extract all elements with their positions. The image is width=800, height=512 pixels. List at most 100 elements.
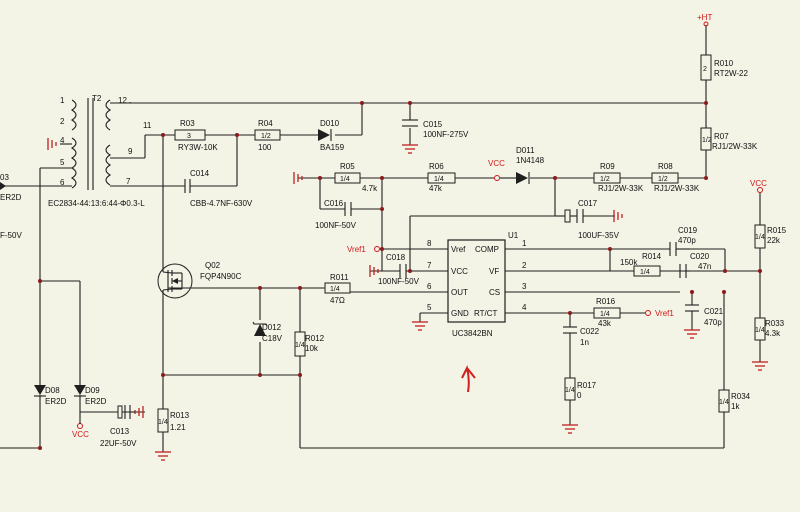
ground-icon bbox=[47, 138, 57, 150]
diode-d010-icon bbox=[318, 129, 330, 141]
r013-ref: R013 bbox=[170, 411, 190, 420]
u1-pin-2-name: VF bbox=[489, 267, 499, 276]
resistor-r013 bbox=[157, 408, 169, 433]
junction-dot bbox=[608, 247, 612, 251]
ground-icon bbox=[155, 451, 171, 461]
left-edge-fragments: 03 ER2D F-50V bbox=[0, 173, 22, 240]
ground-symbols bbox=[47, 138, 768, 461]
d09-value: ER2D bbox=[85, 397, 107, 406]
c014-ref: C014 bbox=[190, 169, 210, 178]
net-label-vref: Vref1 bbox=[347, 245, 366, 254]
r011-ref: R011 bbox=[330, 273, 349, 282]
junction-dot bbox=[380, 176, 384, 180]
r016-value: 43k bbox=[598, 319, 612, 328]
r08-value: RJ1/2W-33K bbox=[654, 184, 700, 193]
net-label-hv: +HT bbox=[697, 13, 712, 22]
t2-pin-5: 5 bbox=[60, 158, 65, 167]
r09-ref: R09 bbox=[600, 162, 615, 171]
r06-value: 47k bbox=[429, 184, 443, 193]
c013-value: 22UF-50V bbox=[100, 439, 137, 448]
annotation-arrow-icon bbox=[461, 365, 476, 393]
q02-ref: Q02 bbox=[205, 261, 221, 270]
u1-pin-3-name: CS bbox=[489, 288, 500, 297]
d010-ref: D010 bbox=[320, 119, 340, 128]
arrow-left-icon bbox=[0, 182, 6, 190]
resistor-r09 bbox=[593, 172, 621, 184]
ground-icon bbox=[752, 361, 768, 371]
d010-value: BA159 bbox=[320, 143, 345, 152]
net-labels: +HT VCC VCC VCC Vref1 Vref1 bbox=[72, 13, 767, 439]
r03-value: RY3W-10K bbox=[178, 143, 218, 152]
u1-pin-5-num: 5 bbox=[427, 303, 432, 312]
junction-dot bbox=[318, 176, 322, 180]
junction-dot bbox=[408, 101, 412, 105]
u1-pin-6-name: OUT bbox=[451, 288, 468, 297]
mosfet-q02: Q02 FQP4N90C bbox=[157, 261, 242, 300]
svg-text:1/2: 1/2 bbox=[261, 133, 271, 140]
resistor-r017 bbox=[564, 377, 576, 401]
transformer-t2: 1 2 4 5 6 12 11 9 7 T2 EC2834-44:13:6:44… bbox=[48, 94, 152, 208]
diode-d09-icon bbox=[74, 385, 86, 395]
c019-ref: C019 bbox=[678, 226, 698, 235]
u1-pin-1-num: 1 bbox=[522, 239, 527, 248]
u1-pin-8-name: Vref bbox=[451, 245, 466, 254]
r033-ref: R033 bbox=[765, 319, 785, 328]
t2-pin-7: 7 bbox=[126, 177, 131, 186]
c013-ref: C013 bbox=[110, 427, 130, 436]
u1-pin-6-num: 6 bbox=[427, 282, 432, 291]
resistor-r011 bbox=[324, 282, 351, 294]
t2-pin-11: 11 bbox=[143, 121, 152, 130]
net-label-vref: Vref1 bbox=[655, 309, 674, 318]
junction-dot bbox=[360, 101, 364, 105]
svg-text:1/2: 1/2 bbox=[600, 176, 610, 183]
svg-text:1/4: 1/4 bbox=[565, 387, 575, 394]
t2-pin-1: 1 bbox=[60, 96, 65, 105]
d012-ref: D012 bbox=[262, 323, 282, 332]
d011-value: 1N4148 bbox=[516, 156, 545, 165]
svg-text:2: 2 bbox=[703, 66, 707, 73]
t2-pin-2: 2 bbox=[60, 117, 65, 126]
r034-value: 1k bbox=[731, 402, 740, 411]
r05-ref: R05 bbox=[340, 162, 355, 171]
diode-d011-icon bbox=[516, 172, 528, 184]
u1-pin-4-num: 4 bbox=[522, 303, 527, 312]
ground-icon bbox=[369, 265, 379, 277]
svg-text:1/4: 1/4 bbox=[434, 176, 444, 183]
junction-dot bbox=[298, 373, 302, 377]
resistors: 2 R010 RT2W-22 1/2 R07 RJ1/2W-33K 3 R03 … bbox=[157, 54, 787, 433]
mosfet-body-arrow-icon bbox=[172, 278, 178, 284]
c017-value: 100UF-35V bbox=[578, 231, 620, 240]
svg-text:1/4: 1/4 bbox=[158, 419, 168, 426]
junction-dot bbox=[568, 311, 572, 315]
net-label-vcc: VCC bbox=[488, 159, 505, 168]
junction-dot bbox=[553, 176, 557, 180]
r011-value: 47Ω bbox=[330, 296, 345, 305]
svg-text:1/4: 1/4 bbox=[600, 311, 610, 318]
t2-spec: EC2834-44:13:6:44-Φ0.3-L bbox=[48, 199, 145, 208]
junction-dot bbox=[380, 207, 384, 211]
r016-ref: R016 bbox=[596, 297, 616, 306]
u1-pin-1-name: COMP bbox=[475, 245, 499, 254]
c021-ref: C021 bbox=[704, 307, 724, 316]
resistor-r012 bbox=[294, 331, 306, 357]
svg-text:1/4: 1/4 bbox=[295, 342, 305, 349]
u1-pin-4-name: RT/CT bbox=[474, 309, 498, 318]
resistor-r015 bbox=[754, 224, 766, 249]
c019-value: 470p bbox=[678, 236, 696, 245]
r015-value: 22k bbox=[767, 236, 781, 245]
junctions bbox=[38, 101, 762, 450]
r04-value: 100 bbox=[258, 143, 272, 152]
edge-value: ER2D bbox=[0, 193, 22, 202]
c020-ref: C020 bbox=[690, 252, 710, 261]
resistor-r034 bbox=[718, 389, 730, 413]
resistor-r033 bbox=[754, 317, 766, 341]
r017-value: 0 bbox=[577, 391, 582, 400]
junction-dot bbox=[690, 290, 694, 294]
resistor-r07 bbox=[700, 127, 712, 151]
t2-ref: T2 bbox=[92, 94, 102, 103]
svg-text:1/2: 1/2 bbox=[702, 137, 712, 144]
u1-pin-7-num: 7 bbox=[427, 261, 432, 270]
svg-text:1/2: 1/2 bbox=[658, 176, 668, 183]
q02-value: FQP4N90C bbox=[200, 272, 242, 281]
